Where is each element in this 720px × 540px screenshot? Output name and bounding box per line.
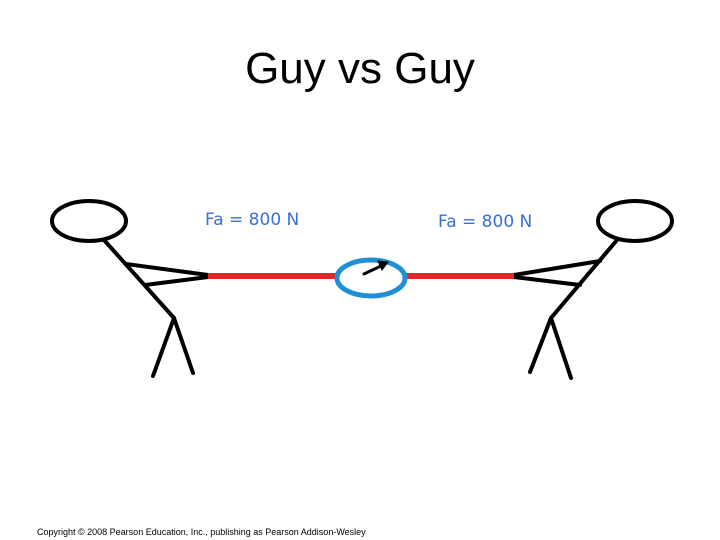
left-figure-head [50, 199, 128, 243]
right-figure-arm-upper [512, 259, 602, 277]
copyright-notice: Copyright © 2008 Pearson Education, Inc.… [37, 527, 366, 537]
left-stick-figure [50, 199, 210, 378]
right-figure-leg-right [549, 316, 573, 380]
left-figure-arm-upper [124, 262, 210, 277]
right-figure-leg-left [528, 316, 553, 374]
force-label-right: Fa = 800 N [438, 212, 533, 232]
left-figure-leg-left [151, 316, 176, 378]
page-title: Guy vs Guy [245, 44, 475, 93]
left-figure-body [102, 238, 176, 320]
left-figure-leg-right [172, 316, 195, 375]
arrow-icon [362, 260, 389, 276]
right-stick-figure [512, 199, 674, 380]
center-marker-circle [334, 257, 408, 299]
right-figure-arm-lower [512, 275, 582, 287]
right-figure-body [549, 238, 619, 320]
left-figure-arm-lower [143, 275, 210, 287]
right-figure-head [596, 199, 674, 243]
force-label-left: Fa = 800 N [205, 210, 300, 230]
